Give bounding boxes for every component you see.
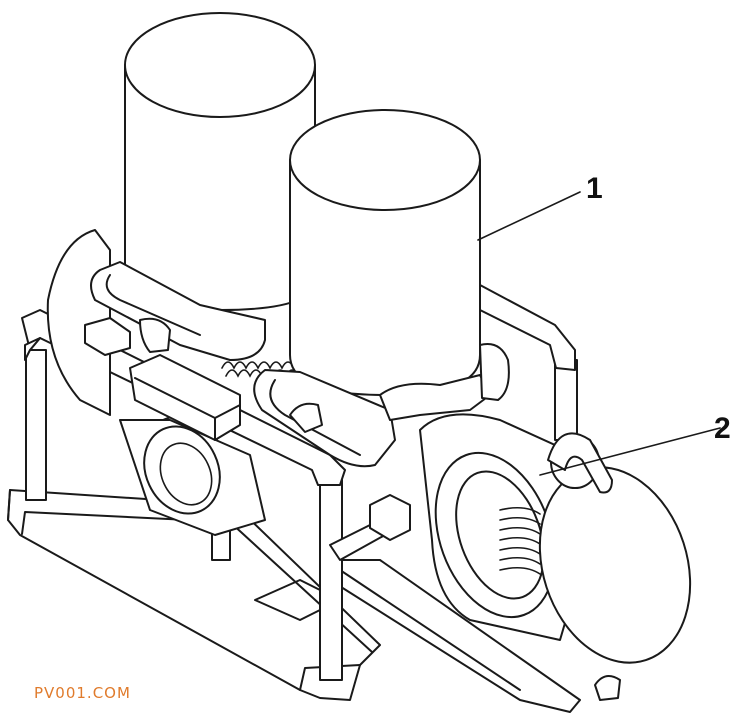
callout-1: 1 (586, 172, 603, 205)
rear-cylinder (124, 12, 316, 311)
pump-housing (46, 229, 266, 536)
watermark: PV001.COM (34, 684, 131, 702)
leader-lines (477, 191, 721, 476)
rear-clamp (90, 261, 266, 361)
front-clamp (253, 343, 510, 468)
leader-line-2 (539, 427, 721, 476)
leader-line-1 (477, 191, 581, 241)
valve-block (84, 317, 241, 441)
front-cylinder (289, 109, 481, 396)
callout-2: 2 (714, 412, 731, 445)
motor (419, 413, 692, 701)
base-plate (7, 489, 381, 701)
motor-coil (499, 506, 541, 575)
